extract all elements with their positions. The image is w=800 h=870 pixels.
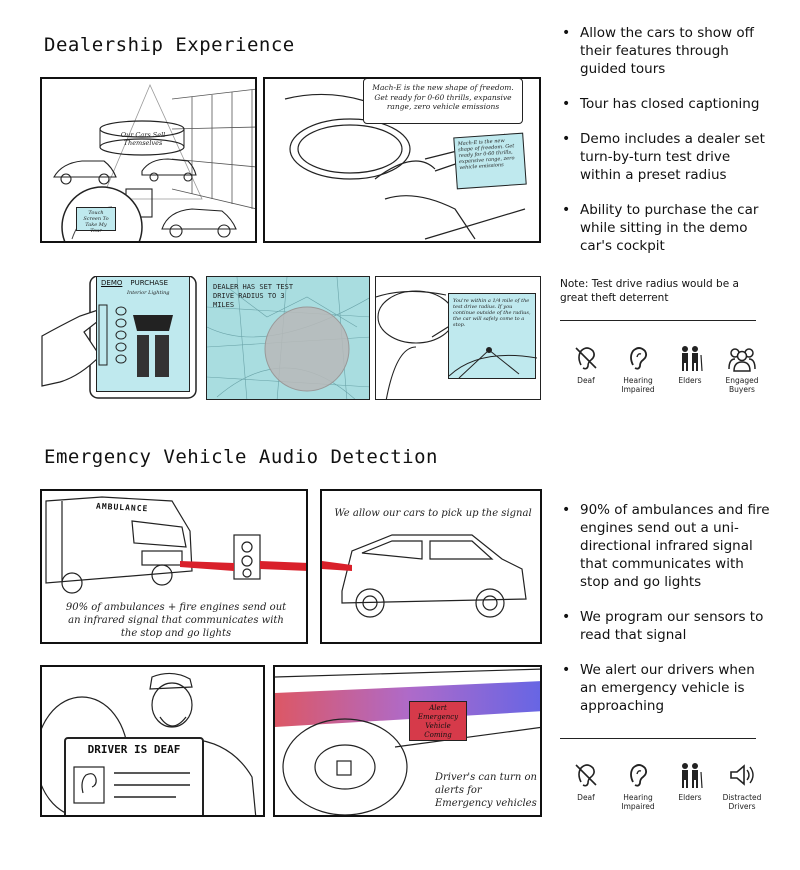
audience-icons-1: Deaf Hearing Impaired Elders Engaged Buy… bbox=[560, 343, 768, 394]
tour-screen-text: Touch Screen To Take My Tour bbox=[83, 210, 109, 234]
dealership-bullets: Allow the cars to show off their feature… bbox=[560, 24, 775, 272]
dash-screen: You're within a 1/4 mile of the test dri… bbox=[448, 293, 537, 379]
icon-label: Deaf bbox=[577, 376, 595, 385]
ambulance-caption: 90% of ambulances + fire engines send ou… bbox=[65, 602, 287, 639]
storyboard-panel-tablet: DEMO PURCHASE Interior Lighting bbox=[40, 276, 200, 400]
deaf-icon bbox=[575, 764, 597, 787]
icon-label: Hearing Impaired bbox=[621, 793, 655, 811]
tour-touch-screen: Touch Screen To Take My Tour bbox=[76, 207, 116, 234]
emergency-bullets: 90% of ambulances and fire engines send … bbox=[560, 501, 775, 732]
tablet-screen: DEMO PURCHASE Interior Lighting bbox=[96, 276, 190, 392]
deaf-icon bbox=[575, 347, 597, 370]
section-title-emergency: Emergency Vehicle Audio Detection bbox=[44, 446, 438, 468]
storyboard-panel-dash: You're within a 1/4 mile of the test dri… bbox=[375, 276, 541, 400]
icon-label: Deaf bbox=[577, 793, 595, 802]
storyboard-panel-cockpit: Mach-E is the new shape of freedom. Get … bbox=[263, 77, 541, 243]
tablet-subtitle: Interior Lighting bbox=[127, 290, 170, 296]
audience-hearing-impaired: Hearing Impaired bbox=[612, 343, 664, 394]
car-caption: We allow our cars to pick up the signal bbox=[334, 508, 532, 519]
bullet-item: 90% of ambulances and fire engines send … bbox=[560, 501, 775, 591]
divider bbox=[560, 320, 756, 321]
showroom-sketch bbox=[53, 84, 255, 241]
icon-label: Elders bbox=[678, 793, 702, 802]
cockpit-screen-text: Mach-E is the new shape of freedom. Get … bbox=[457, 137, 515, 172]
map-sketch bbox=[207, 277, 369, 399]
icon-label: Elders bbox=[678, 376, 702, 385]
elders-icon bbox=[682, 346, 703, 372]
icon-label: Engaged Buyers bbox=[725, 376, 759, 394]
engaged-buyers-icon bbox=[728, 348, 756, 372]
bullet-item: Ability to purchase the car while sittin… bbox=[560, 201, 775, 255]
storyboard-panel-alert: Alert Emergency Vehicle Coming Driver's … bbox=[273, 665, 542, 817]
driver-sign: DRIVER IS DEAF bbox=[64, 737, 204, 815]
emergency-alert-text: Alert Emergency Vehicle Coming bbox=[417, 704, 459, 739]
audience-hearing-impaired: Hearing Impaired bbox=[612, 760, 664, 811]
bullet-item: Demo includes a dealer set turn-by-turn … bbox=[560, 130, 775, 184]
audience-distracted-drivers: Distracted Drivers bbox=[716, 760, 768, 811]
showroom-banner-text: Our Cars Sell Themselves bbox=[120, 131, 166, 147]
driver-sign-text: DRIVER IS DEAF bbox=[87, 743, 181, 756]
bullet-item: We alert our drivers when an emergency v… bbox=[560, 661, 775, 715]
distracted-drivers-icon bbox=[730, 764, 754, 786]
hearing-impaired-icon bbox=[630, 347, 648, 370]
alert-caption: Driver's can turn on alerts for Emergenc… bbox=[435, 772, 537, 809]
ambulance-sketch bbox=[45, 496, 306, 594]
hearing-impaired-icon bbox=[630, 764, 648, 787]
audience-icons-2: Deaf Hearing Impaired Elders Distracted … bbox=[560, 760, 768, 811]
storyboard-panel-ambulance: AMBULANCE 90% of ambulances + fire engin… bbox=[40, 489, 308, 644]
divider bbox=[560, 738, 756, 739]
storyboard-panel-car: We allow our cars to pick up the signal bbox=[320, 489, 542, 644]
id-card-sketch bbox=[73, 766, 190, 804]
section-title-dealership: Dealership Experience bbox=[44, 34, 295, 56]
bullet-item: We program our sensors to read that sign… bbox=[560, 608, 775, 644]
emergency-alert-screen: Alert Emergency Vehicle Coming bbox=[409, 701, 467, 741]
audience-elders: Elders bbox=[664, 760, 716, 811]
cockpit-screen: Mach-E is the new shape of freedom. Get … bbox=[453, 132, 527, 190]
storyboard-panel-driver: DRIVER IS DEAF bbox=[40, 665, 265, 817]
icon-label: Distracted Drivers bbox=[722, 793, 762, 811]
cockpit-speech-bubble: Mach-E is the new shape of freedom. Get … bbox=[363, 79, 523, 124]
bullet-item: Allow the cars to show off their feature… bbox=[560, 24, 775, 78]
tab-purchase[interactable]: PURCHASE bbox=[130, 279, 169, 287]
tab-demo[interactable]: DEMO bbox=[101, 279, 123, 287]
bullet-item: Tour has closed captioning bbox=[560, 95, 775, 113]
seat-diagram bbox=[98, 304, 173, 377]
icon-label: Hearing Impaired bbox=[621, 376, 655, 394]
audience-elders: Elders bbox=[664, 343, 716, 394]
theft-deterrent-note: Note: Test drive radius would be a great… bbox=[560, 278, 739, 304]
storyboard-panel-showroom: Our Cars Sell Themselves Touch Screen To… bbox=[40, 77, 257, 243]
map-radius-label: DEALER HAS SET TEST DRIVE RADIUS TO 3 MI… bbox=[213, 283, 294, 309]
audience-engaged-buyers: Engaged Buyers bbox=[716, 343, 768, 394]
audience-deaf: Deaf bbox=[560, 343, 612, 394]
alert-sketch bbox=[275, 668, 540, 815]
car-sketch bbox=[322, 534, 527, 618]
dash-screen-text: You're within a 1/4 mile of the test dri… bbox=[453, 298, 531, 328]
storyboard-panel-map: DEALER HAS SET TEST DRIVE RADIUS TO 3 MI… bbox=[206, 276, 370, 400]
audience-deaf: Deaf bbox=[560, 760, 612, 811]
elders-icon bbox=[682, 763, 703, 789]
radius-map-mini bbox=[449, 347, 537, 378]
